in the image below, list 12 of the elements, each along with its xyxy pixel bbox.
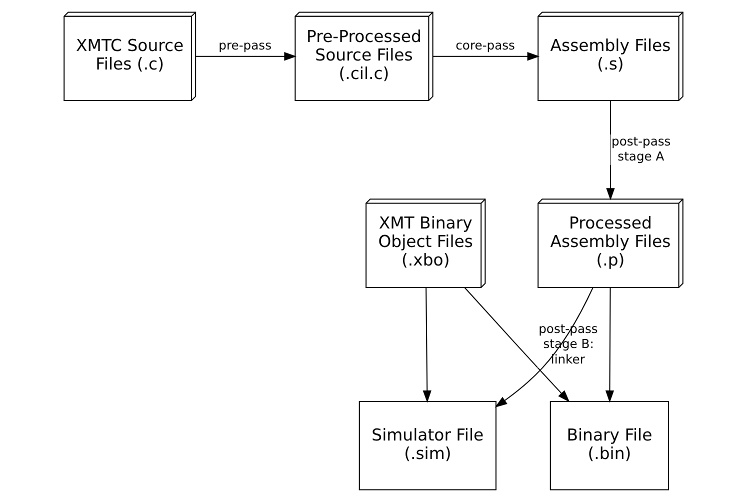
arrow	[604, 288, 614, 403]
arrow	[432, 52, 540, 61]
node-box: Binary File (.bin)	[549, 400, 669, 490]
arrow	[494, 287, 593, 408]
edge-label: pre-pass	[218, 38, 272, 52]
arrow	[464, 287, 570, 402]
arrow	[195, 52, 296, 61]
arrow	[606, 100, 614, 200]
node-box: Simulator File (.sim)	[358, 400, 496, 490]
edge-label: core-pass	[455, 38, 514, 52]
arrow	[422, 288, 431, 403]
edge-label: post-pass stage A	[611, 134, 670, 164]
